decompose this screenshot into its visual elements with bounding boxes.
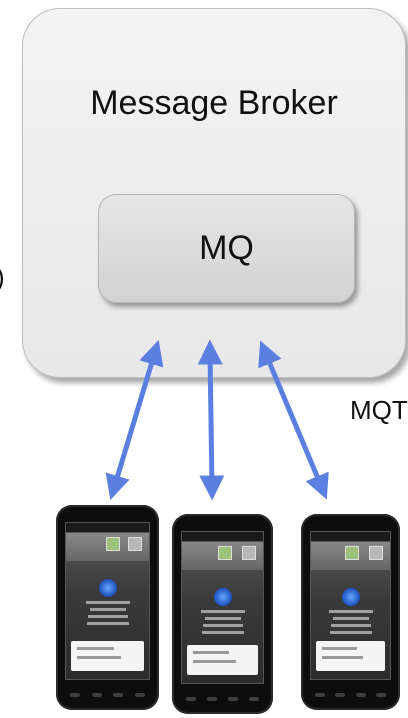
arrow-phone-3 (258, 340, 329, 500)
status-card (187, 645, 258, 675)
smartphone-1 (56, 505, 159, 710)
arrow-phone-1 (105, 340, 164, 500)
message-broker-box: Message Broker MQ (22, 8, 406, 378)
app-logo-icon (341, 588, 360, 606)
cropped-left-text: ) (0, 262, 5, 293)
phone-screen (65, 522, 150, 680)
protocol-label: MQT (350, 395, 408, 425)
broker-title: Message Broker (90, 84, 338, 122)
app-logo-icon (213, 588, 232, 606)
status-card (71, 641, 144, 671)
smartphone-3 (301, 514, 400, 710)
status-card (316, 641, 385, 671)
app-logo-icon (98, 579, 117, 597)
smartphone-2 (172, 514, 273, 714)
mq-label: MQ (199, 229, 254, 267)
phone-screen (181, 531, 264, 684)
arrow-phone-2 (197, 339, 225, 501)
mq-box: MQ (98, 194, 355, 303)
phone-screen (310, 531, 391, 680)
